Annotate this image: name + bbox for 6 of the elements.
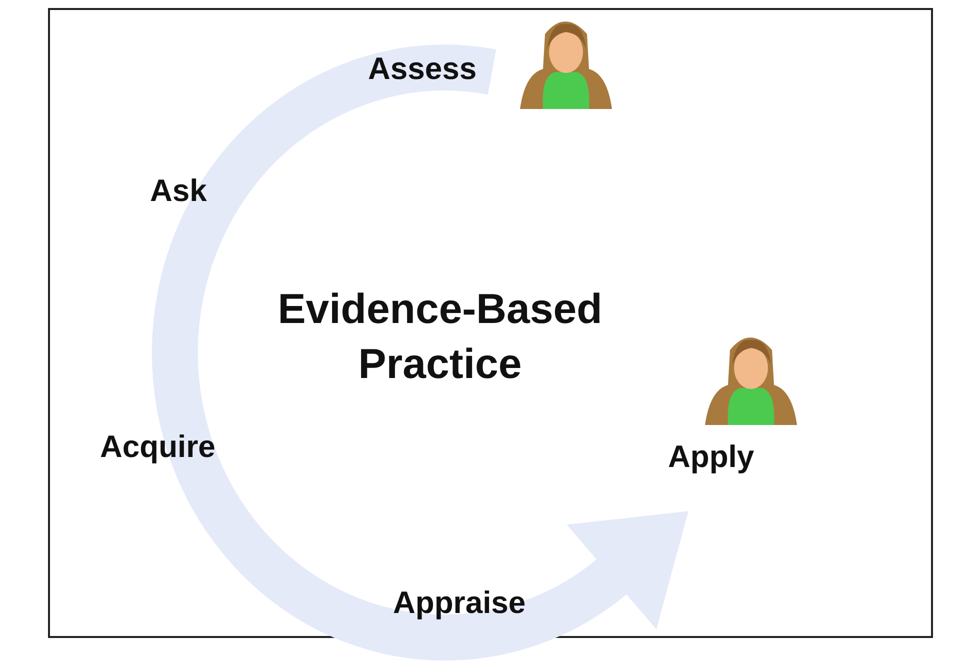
step-label: Assess bbox=[368, 52, 477, 86]
center-title: Evidence-Based Practice bbox=[276, 284, 604, 389]
step-label: Ask bbox=[150, 174, 207, 208]
step-label: Apply bbox=[668, 440, 754, 474]
step-label: Appraise bbox=[393, 586, 526, 620]
step-label: Acquire bbox=[100, 430, 216, 464]
